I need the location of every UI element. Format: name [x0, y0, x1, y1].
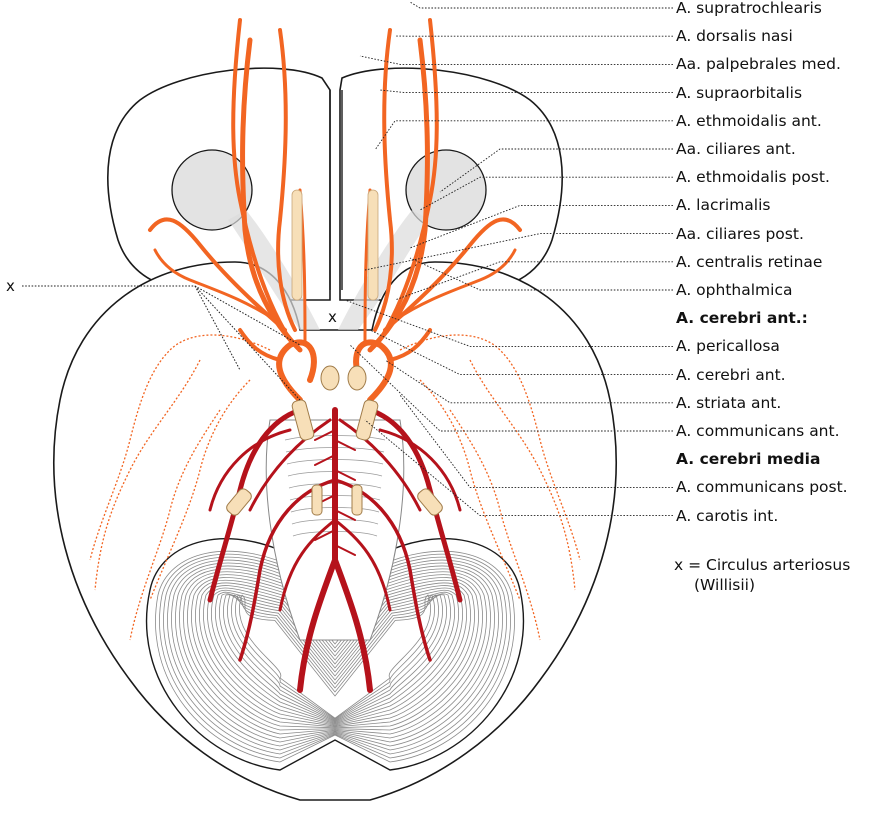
label-5: Aa. ciliares ant.: [676, 140, 796, 158]
label-8: Aa. ciliares post.: [676, 225, 804, 243]
label-10: A. ophthalmica: [676, 281, 792, 299]
label-7: A. lacrimalis: [676, 196, 770, 214]
label-4: A. ethmoidalis ant.: [676, 112, 822, 130]
label-17: A. communicans post.: [676, 478, 848, 496]
label-11: A. cerebri ant.:: [676, 309, 808, 327]
label-15: A. communicans ant.: [676, 422, 840, 440]
x-marker-left: x: [6, 277, 15, 295]
label-1: A. dorsalis nasi: [676, 27, 793, 45]
label-3: A. supraorbitalis: [676, 84, 802, 102]
label-18: A. carotis int.: [676, 507, 778, 525]
label-12: A. pericallosa: [676, 337, 780, 355]
label-0: A. supratrochlearis: [676, 0, 822, 17]
label-13: A. cerebri ant.: [676, 366, 786, 384]
circulus-marker: x: [328, 308, 337, 326]
label-16: A. cerebri media: [676, 450, 820, 468]
leader-line-0: [410, 2, 673, 8]
label-14: A. striata ant.: [676, 394, 781, 412]
leader-line-2: [360, 56, 673, 64]
label-6: A. ethmoidalis post.: [676, 168, 830, 186]
legend-line-1: x = Circulus arteriosus: [674, 556, 850, 574]
label-9: A. centralis retinae: [676, 253, 822, 271]
legend-line-2: (Willisii): [694, 576, 755, 594]
label-2: Aa. palpebrales med.: [676, 55, 841, 73]
